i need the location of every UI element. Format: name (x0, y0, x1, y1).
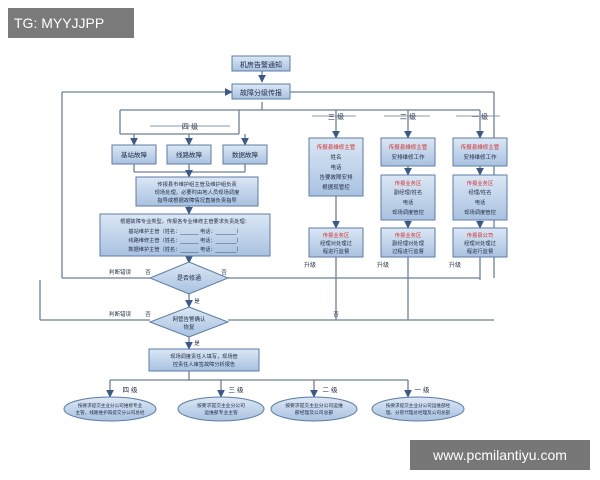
col3-bot-line-2: 经理对处理过 (320, 239, 352, 247)
col2-top-line-2: 安排维修工作 (391, 153, 425, 161)
duty-box (99, 213, 271, 257)
col1-bot-line-1: 传报县公司 (467, 231, 494, 239)
confirm-decision (148, 306, 230, 338)
col2-bot-box (380, 227, 436, 258)
bottom-level-three: 三 级 (228, 385, 244, 394)
col3-top-line-4: 告要故障安排 (319, 173, 353, 181)
site-watermark: www.pcmilantiyu.com (410, 440, 590, 470)
col2-bot-line-1: 传报业务区 (395, 231, 422, 239)
no-label-1: 否 (145, 269, 151, 276)
bottom-ellipse-three (177, 396, 265, 422)
col1-bot-line-2: 经理对处理过 (464, 239, 496, 247)
col1-mid-line-4: 现场调度管控 (464, 208, 496, 216)
bottom-ellipse-two (270, 396, 358, 422)
col3-bot-line-3: 程进行监督 (323, 247, 350, 255)
escalate-label-2: 升级 (377, 261, 389, 269)
col3-top-line-2: 姓名 (330, 153, 341, 161)
level-four-label: 四 级 (182, 122, 198, 131)
col3-top-box (308, 137, 364, 197)
col3-bot-line-1: 传报业务区 (323, 231, 350, 239)
bottom-four-line-1: 按要求提交主业分公司维修专业 (78, 402, 143, 409)
notify-box (135, 176, 259, 207)
bottom-two-line-1: 按要求提交主业分公司运维 (285, 402, 343, 409)
col3-top-line-5: 根据现管控 (322, 183, 350, 191)
bottom-ellipse-one (371, 396, 465, 422)
col1-top-line-1: 传报县维修主管 (461, 143, 500, 151)
confirm-line-2: 恢复 (183, 323, 195, 331)
no-label-3: 否 (145, 311, 151, 318)
confirm-line-1: 网管告警确认 (172, 315, 206, 323)
fault-type-line: 线路故障 (176, 150, 203, 159)
fault-type-base: 基站故障 (121, 150, 148, 159)
escalate-label-3: 升级 (304, 261, 316, 269)
fault-type-boxes: 基站故障 线路故障 数据故障 (111, 144, 268, 165)
report-line-1: 现场调度责任人填写，现场管 (170, 352, 237, 360)
report-box (148, 348, 260, 372)
duty-row-2: 线路维修主管（姓名：_______ 电话：________） (128, 236, 241, 244)
col3-top-line-1: 传报县维修主管 (317, 143, 356, 151)
col1-mid-line-3: 电话 (475, 198, 486, 206)
col1-bot-line-3: 程进行监督 (467, 247, 494, 255)
bottom-one-line-1: 按要求提交主业分公司运维部经 (386, 402, 451, 409)
duty-row-1: 基站维护主管（姓名：_______ 电话：________） (128, 227, 241, 235)
bottom-one-line-2: 理、分管代理总经理及公司总部 (386, 409, 451, 416)
col1-mid-line-1: 传报业务区 (467, 179, 494, 187)
notify-line-3: 指导或根据故障情况直接负责指导 (157, 196, 236, 204)
yes-label-2: 是 (194, 340, 200, 347)
level-dividers (150, 115, 500, 127)
bottom-ellipse-four (63, 396, 157, 422)
bottom-level-four: 四 级 (122, 385, 138, 394)
bottom-level-one: 一 级 (414, 385, 430, 394)
col2-top-box (380, 137, 436, 167)
bottom-three-line-1: 按要求提交主业分公司 (197, 402, 245, 409)
bottom-four-line-2: 主管，线路维护再提交分公司总经 (76, 409, 145, 416)
bottom-level-two: 二 级 (322, 385, 338, 394)
channel-tag: TG: MYYJJPP (8, 8, 134, 38)
no-label-4: 否 (333, 311, 339, 318)
col1-top-box (452, 137, 508, 167)
col2-mid-line-4: 现场调度管控 (392, 208, 424, 216)
notify-line-2: 现场处理，必要时由地人员现场调度 (155, 188, 240, 196)
notify-line-1: 传报县市维护组主管及维护组负责 (157, 180, 236, 188)
col2-mid-line-3: 电话 (403, 198, 414, 206)
restored-label: 是否修通 (177, 274, 201, 282)
duty-row-3: 数据维护主管（姓名：_______ 电话：________） (128, 245, 241, 253)
judge-error-label-2: 判断错误 (109, 310, 132, 318)
alarm-label: 机房告警通知 (240, 60, 282, 69)
bottom-three-line-2: 运维部专业主管 (204, 409, 238, 416)
col1-bot-box (452, 227, 508, 258)
col1-mid-box (452, 174, 508, 221)
judge-error-label-1: 判断错误 (109, 268, 132, 276)
col2-top-line-1: 传报县维修主管 (389, 143, 428, 151)
fault-type-data: 数据故障 (232, 150, 259, 159)
level-two-label: 二 级 (400, 112, 416, 121)
col2-mid-line-1: 传报业务区 (395, 179, 422, 187)
col3-bot-box (308, 227, 364, 258)
col2-bot-line-2: 副经理对处理 (392, 239, 424, 247)
yes-label-1: 是 (194, 298, 200, 305)
no-label-2: 否 (221, 269, 227, 276)
report-line-2: 控责任人审签故障分析报告 (173, 360, 235, 368)
alarm-box (231, 55, 291, 72)
grading-box (231, 83, 291, 100)
col1-mid-line-2: 经理/姓名 (469, 188, 492, 196)
restored-decision (148, 261, 230, 295)
bottom-two-line-2: 部经理及公司总部 (295, 409, 334, 416)
duty-heading: 根据故障专业类型，传报各专业维修主管要求负责处理： (120, 217, 250, 225)
escalate-label-1: 升级 (449, 261, 461, 269)
level-three-label: 三 级 (328, 112, 344, 121)
col2-mid-line-2: 副经理/姓名 (394, 188, 422, 196)
col2-bot-line-3: 过程进行监督 (392, 247, 424, 255)
col3-top-line-3: 电话 (330, 163, 342, 171)
level-one-label: 一 级 (472, 112, 488, 121)
grading-label: 故障分级传报 (240, 88, 282, 97)
col1-top-line-2: 安排维修工作 (463, 153, 497, 161)
col2-mid-box (380, 174, 436, 221)
